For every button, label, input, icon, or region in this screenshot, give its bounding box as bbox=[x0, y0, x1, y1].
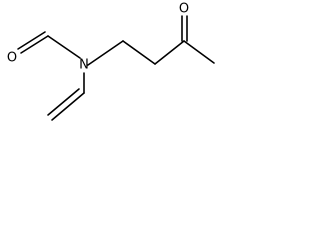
bond-formyl-carbon-nitrogen bbox=[47, 35, 81, 59]
bond-ch2-ch2 bbox=[122, 40, 156, 65]
chemical-structure: O N O bbox=[7, 2, 215, 121]
ketone-oxygen-label: O bbox=[179, 2, 189, 17]
nitrogen-label: N bbox=[79, 58, 89, 73]
vinyl-group bbox=[47, 72, 85, 121]
formyl-oxygen-label: O bbox=[7, 51, 17, 66]
formyl-group bbox=[17, 31, 81, 59]
bond-carbonyl-methyl bbox=[183, 40, 215, 64]
bond-nitrogen-ch2 bbox=[87, 40, 124, 66]
bond-vinyl-double-1 bbox=[51, 92, 85, 121]
bond-formyl-carbon-oxygen-2 bbox=[17, 31, 46, 50]
butanone-chain bbox=[87, 15, 215, 66]
bond-vinyl-double-2 bbox=[47, 88, 80, 116]
atom-labels: O N O bbox=[7, 2, 189, 73]
bond-ch2-carbonyl bbox=[154, 40, 185, 65]
bond-formyl-carbon-oxygen-1 bbox=[20, 35, 49, 54]
